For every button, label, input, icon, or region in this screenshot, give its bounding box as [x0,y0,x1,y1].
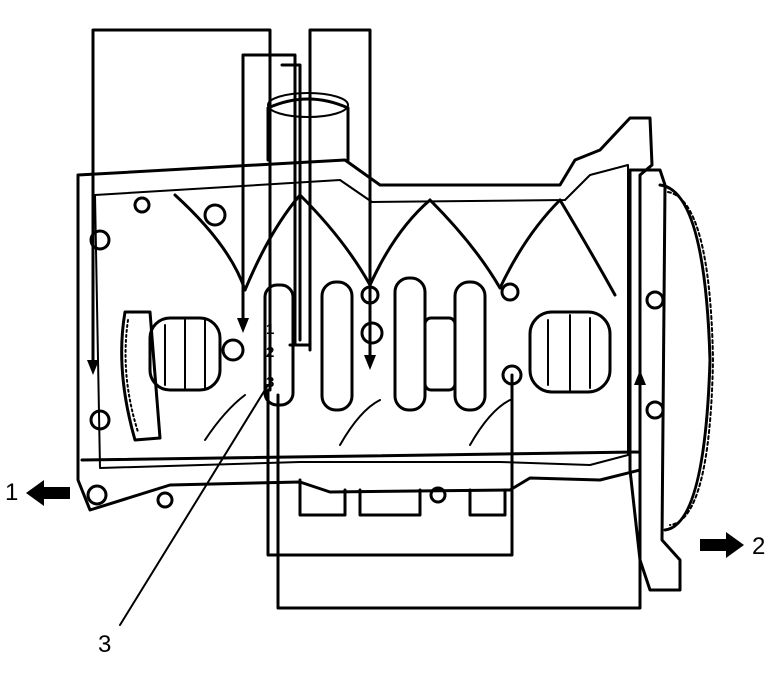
callout-2: 2 [752,533,766,560]
flywheel-teeth [667,191,714,526]
sequence-mark-1: 1 [266,321,275,338]
timing-gear-teeth [124,319,139,433]
timing-gear [120,310,162,442]
crank-web-3 [393,276,427,412]
sequence-lines [91,28,642,610]
crank-pin-center [423,316,457,392]
front-main-journal [148,316,222,392]
bolt-holes [86,196,665,509]
crank-web-4 [453,280,487,412]
front-journal-lines [164,319,206,389]
block-outline [76,116,654,512]
arrow-left-icon [26,480,70,506]
callout-1: 1 [5,479,19,506]
rear-journal-lines [547,314,591,391]
flywheel-outer [658,183,712,532]
filler-neck [266,97,350,162]
bearing-rail [80,450,642,517]
crank-web-2 [320,280,354,412]
callout-3: 3 [98,631,112,658]
bulkhead-webs [173,193,617,297]
sequence-mark-3: 3 [266,374,275,391]
rear-main-journal [528,310,612,394]
sequence-mark-2: 2 [266,344,275,361]
rear-flange-plate [628,168,682,592]
sequence-arrowheads [87,318,646,385]
arrow-right-icon [700,532,744,558]
callout-3-leader [119,384,269,626]
filler-cap [267,92,349,118]
lower-webs [204,394,511,446]
